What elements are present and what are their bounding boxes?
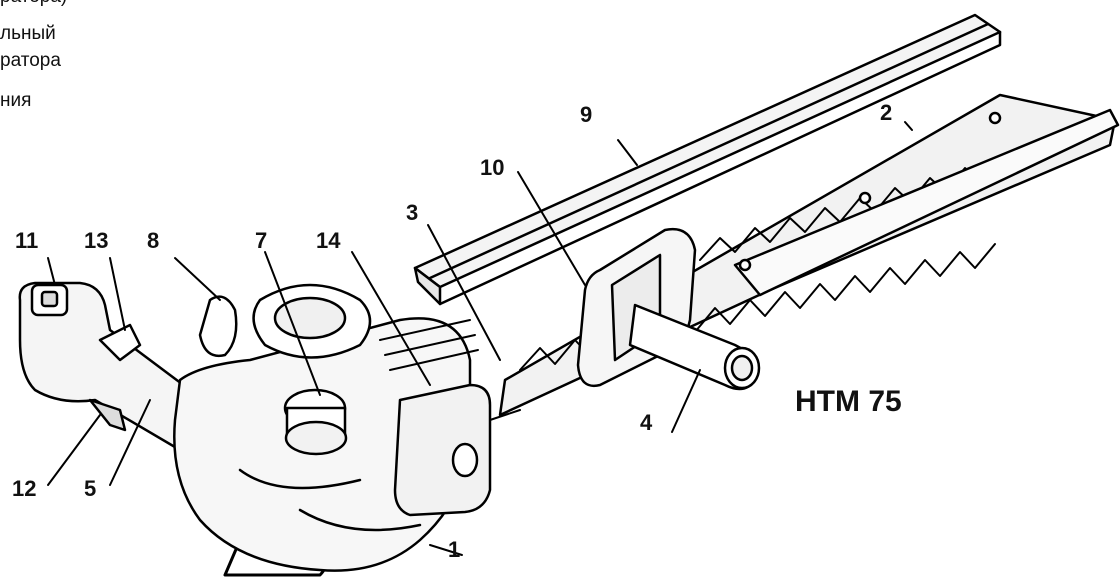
legend-fragment-4: ния	[0, 90, 32, 111]
callout-12: 12	[12, 476, 37, 501]
leader-5	[109, 399, 151, 486]
callout-13: 13	[84, 228, 109, 253]
legend-fragment-1: ратора)	[0, 0, 67, 8]
leader-4	[671, 369, 701, 433]
callout-1: 1	[448, 537, 461, 562]
callout-leaders	[47, 121, 913, 556]
cylinder-fins	[379, 319, 521, 421]
leader-13	[109, 257, 126, 331]
callout-14: 14	[316, 228, 341, 253]
callout-11: 11	[15, 228, 39, 253]
legend-fragment-3: ратора	[0, 50, 61, 71]
leader-7	[264, 251, 321, 396]
leader-14	[351, 251, 431, 386]
leader-11	[47, 257, 56, 286]
leader-9	[617, 139, 638, 166]
leader-1	[429, 544, 463, 556]
blade-guard	[413, 13, 1002, 306]
leader-10	[517, 171, 586, 286]
callout-4: 4	[640, 410, 653, 435]
callout-7: 7	[255, 228, 268, 253]
engine-body	[173, 283, 492, 572]
leader-3	[427, 224, 501, 361]
model-label: HTM 75	[795, 385, 902, 418]
callout-2: 2	[880, 100, 893, 125]
callout-3: 3	[406, 200, 419, 225]
leader-12	[47, 414, 101, 486]
legend-fragment-2: льный	[0, 23, 56, 44]
callout-8: 8	[147, 228, 160, 253]
front-handle	[576, 227, 761, 391]
callout-5: 5	[84, 476, 97, 501]
callout-10: 10	[480, 155, 505, 180]
callout-9: 9	[580, 102, 593, 127]
leader-8	[174, 257, 221, 301]
